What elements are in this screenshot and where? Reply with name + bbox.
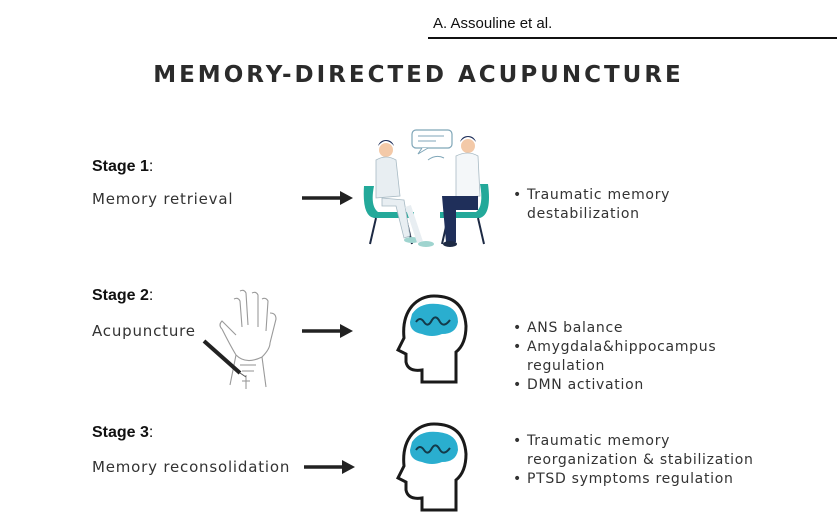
stage-3-outcome: Traumatic memory xyxy=(513,432,754,451)
stage-1-outcomes: Traumatic memory destabilization xyxy=(513,186,670,224)
head-with-brain-icon xyxy=(395,422,468,512)
stage-2-outcome: ANS balance xyxy=(513,319,716,338)
stage-2-outcome: Amygdala&hippocampus xyxy=(513,338,716,357)
stage-3-outcome: PTSD symptoms regulation xyxy=(513,470,754,489)
stage-2-heading-text: Stage 2 xyxy=(92,287,149,304)
stage-1-arrow-icon xyxy=(302,191,353,205)
stage-2-heading: Stage 2: xyxy=(92,287,153,305)
author-credit: A. Assouline et al. xyxy=(433,15,553,32)
stage-3-outcome-cont: reorganization & stabilization xyxy=(527,452,754,468)
stage-2-outcomes: ANS balance Amygdala&hippocampus regulat… xyxy=(513,319,716,395)
stage-2-arrow-icon xyxy=(302,324,353,338)
therapist-patient-conversation-icon xyxy=(363,129,489,247)
stage-3-outcomes: Traumatic memory reorganization & stabil… xyxy=(513,432,754,489)
stage-1-outcome: Traumatic memory xyxy=(513,186,670,205)
stage-1-label: Memory retrieval xyxy=(92,190,234,208)
stage-2-outcome-cont: regulation xyxy=(527,358,606,374)
header-rule xyxy=(428,37,837,39)
stage-3-label: Memory reconsolidation xyxy=(92,458,291,476)
stage-1-colon: : xyxy=(148,158,154,175)
stage-1-outcome-cont: destabilization xyxy=(527,206,640,222)
stage-1-heading-text: Stage 1 xyxy=(92,158,149,175)
stage-3-heading: Stage 3: xyxy=(92,424,153,442)
diagram-title: MEMORY-DIRECTED ACUPUNCTURE xyxy=(153,62,684,88)
head-with-brain-icon xyxy=(395,294,468,384)
hand-with-needle-icon xyxy=(202,289,277,389)
stage-2-label: Acupuncture xyxy=(92,322,196,340)
stage-3-arrow-icon xyxy=(304,460,355,474)
stage-2-outcome: DMN activation xyxy=(513,376,716,395)
stage-3-colon: : xyxy=(148,424,154,441)
stage-2-colon: : xyxy=(148,287,154,304)
stage-1-heading: Stage 1: xyxy=(92,158,153,176)
stage-3-heading-text: Stage 3 xyxy=(92,424,149,441)
